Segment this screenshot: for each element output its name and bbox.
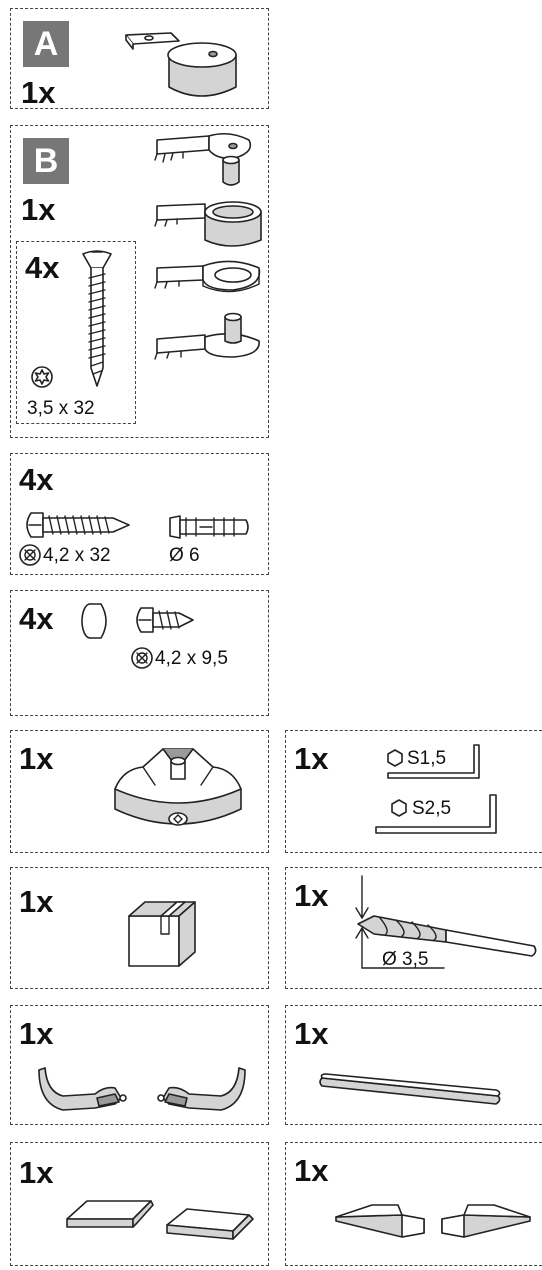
hinge-arm-pin-illustration [151, 130, 261, 192]
dowel-diameter: Ø 6 [169, 546, 200, 565]
wedge-block-left-illustration [332, 1195, 432, 1245]
screw-dimension: 3,5 x 32 [27, 399, 95, 418]
quantity-label: 1x [19, 886, 53, 917]
hinge-arm-ring-illustration [151, 258, 266, 308]
quantity-label: 1x [19, 743, 53, 774]
flat-strip-illustration [316, 1070, 516, 1110]
part-letter-a: A [23, 21, 69, 67]
panel-mounting-base: 1x [10, 730, 269, 853]
cover-plate-right-illustration [163, 1205, 263, 1255]
quantity-label: 1x [19, 1018, 53, 1049]
quantity-label: 1x [294, 743, 328, 774]
panel-hex-keys: 1x S1,5 S2,5 [285, 730, 542, 853]
hinge-plate-illustration [111, 27, 251, 102]
quantity-label: 1x [21, 194, 55, 225]
countersunk-screw-illustration [77, 246, 117, 396]
screw-sub-panel: 4x 3,5 x 32 [16, 241, 136, 424]
quantity-label: 4x [19, 603, 53, 634]
panel-caps-short-screws: 4x 4,2 x 9,5 [10, 590, 269, 716]
panel-flat-strip: 1x [285, 1005, 542, 1125]
panel-wedge-blocks: 1x [285, 1142, 542, 1266]
end-clip-right-illustration [149, 1064, 249, 1114]
phillips-icon [131, 647, 153, 669]
screw-dimension: 4,2 x 9,5 [155, 649, 228, 668]
quantity-label: 1x [294, 1018, 328, 1049]
phillips-icon [19, 544, 41, 566]
quantity-label: 1x [19, 1157, 53, 1188]
quantity-label: 1x [294, 1155, 328, 1186]
panel-spacer-block: 1x [10, 867, 269, 989]
panel-part-b: B 1x 4x 3,5 x 32 [10, 125, 269, 438]
hinge-arm-cup-illustration [151, 194, 266, 252]
spacer-block-illustration [121, 894, 211, 974]
screw-dimension: 4,2 x 32 [43, 546, 111, 565]
drill-diameter: Ø 3,5 [382, 950, 428, 969]
part-letter-b: B [23, 138, 69, 184]
panel-screws-dowels: 4x 4,2 x 32 Ø 6 [10, 453, 269, 575]
hex-key-small-illustration [386, 743, 486, 783]
quantity-label: 1x [294, 880, 328, 911]
short-screw-illustration [131, 605, 201, 635]
wood-screw-illustration [21, 510, 136, 540]
panel-part-a: A 1x [10, 8, 269, 109]
end-clip-left-illustration [35, 1064, 135, 1114]
cover-cap-illustration [79, 601, 113, 641]
torx-icon [31, 366, 53, 388]
wedge-block-right-illustration [434, 1195, 534, 1245]
panel-end-clips: 1x [10, 1005, 269, 1125]
wall-dowel-illustration [166, 512, 251, 542]
hinge-arm-base-illustration [151, 311, 266, 366]
hex-key-large-illustration [374, 793, 504, 843]
quantity-label: 1x [21, 77, 55, 108]
panel-drill-bit: 1x Ø 3,5 [285, 867, 542, 989]
panel-cover-plates: 1x [10, 1142, 269, 1266]
cover-plate-left-illustration [63, 1193, 163, 1243]
mounting-base-illustration [103, 739, 253, 844]
quantity-label: 4x [19, 464, 53, 495]
sub-quantity-label: 4x [25, 252, 59, 283]
drill-bit-illustration [346, 872, 542, 982]
